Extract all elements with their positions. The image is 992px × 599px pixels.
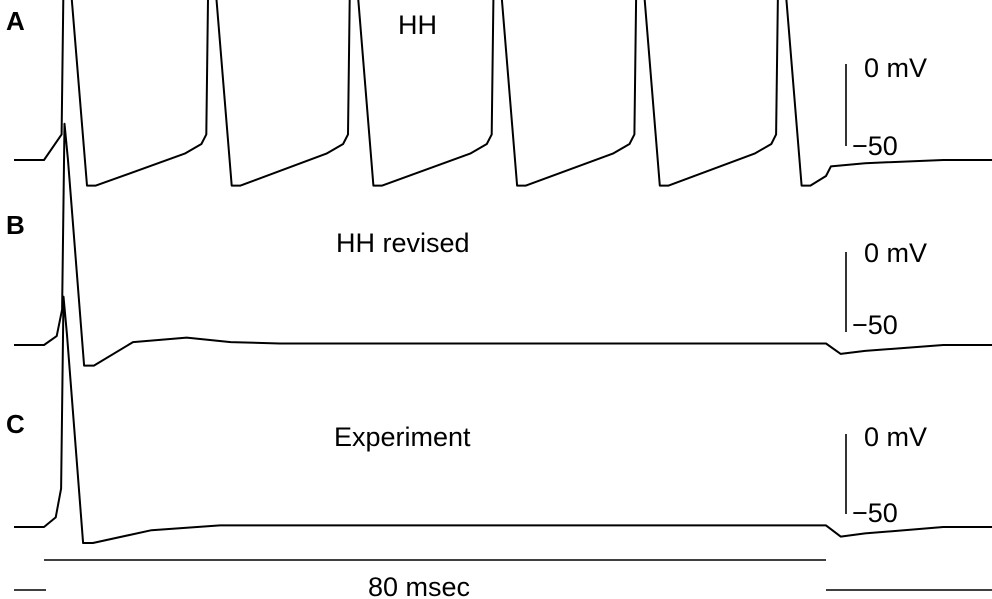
panel-label-c: C	[6, 409, 25, 439]
panel-label-a: A	[6, 6, 25, 36]
time-scale: 80 msec	[14, 559, 992, 599]
scale-top-label-a: 0 mV	[864, 53, 927, 83]
time-scale-label: 80 msec	[368, 572, 470, 599]
panel-title-c: Experiment	[334, 422, 471, 452]
panel-label-b: B	[6, 210, 25, 240]
panel-title-b: HH revised	[336, 228, 470, 258]
scale-bottom-label-a: −50	[852, 131, 898, 161]
trace-b	[14, 122, 992, 367]
scale-bottom-label-b: −50	[852, 310, 898, 340]
scale-top-label-c: 0 mV	[864, 422, 927, 452]
trace-c	[14, 295, 992, 544]
panel-a: A HH 0 mV −50	[6, 0, 992, 187]
scale-bottom-label-c: −50	[852, 498, 898, 528]
scale-top-label-b: 0 mV	[864, 238, 927, 268]
panel-c: C Experiment 0 mV −50	[6, 295, 992, 544]
panel-b: B HH revised 0 mV −50	[6, 122, 992, 367]
panel-title-a: HH	[398, 10, 437, 40]
trace-a	[14, 0, 992, 187]
